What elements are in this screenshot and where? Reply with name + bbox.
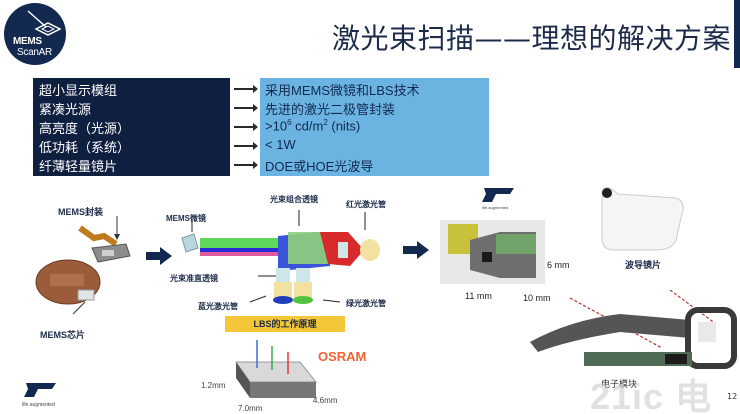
solution-item: >106 cd/m2 (nits)	[265, 118, 361, 134]
label-mems-mirror: MEMS微镜	[166, 214, 206, 223]
label-waveguide: 波导镜片	[625, 260, 662, 270]
solution-item: 采用MEMS微镜和LBS技术	[265, 83, 420, 98]
flow-arrow-icon	[403, 241, 429, 259]
mems-photo	[35, 216, 131, 315]
st-tagline: life.augmented	[482, 205, 509, 210]
dim-height: 6 mm	[547, 260, 570, 270]
dim-width: 4.6mm	[313, 396, 338, 405]
label-electronics-module: 电子模块	[601, 379, 638, 389]
arrow-right-icon	[234, 123, 258, 131]
requirement-item: 低功耗（系统）	[39, 141, 131, 156]
solutions-box	[260, 78, 489, 176]
arrow-right-icon	[234, 104, 258, 112]
st-logo	[482, 188, 514, 202]
waveguide-lens-image	[601, 187, 684, 251]
solution-item: DOE或HOE光波导	[265, 159, 374, 174]
dim-height: 1.2mm	[201, 381, 226, 390]
osram-laser-package	[235, 340, 318, 398]
logo-text-scanar: ScanAR	[17, 47, 52, 58]
label-blue-laser: 蓝光激光管	[198, 302, 238, 311]
arrow-right-icon	[234, 161, 258, 169]
st-logo-footer	[24, 383, 56, 397]
label-collimator-lens: 光束准直透镜	[170, 274, 218, 283]
osram-logo: OSRAM	[318, 349, 367, 364]
ar-glasses-image	[530, 290, 737, 369]
st-display-module	[440, 220, 545, 284]
accent-bar	[734, 0, 740, 68]
watermark: 21ic 电子网	[590, 376, 713, 414]
requirement-item: 紧凑光源	[39, 103, 92, 118]
requirements-box	[33, 78, 230, 176]
lbs-optical-diagram	[181, 210, 380, 304]
requirement-item: 超小显示模组	[39, 84, 118, 99]
label-green-laser: 绿光激光管	[346, 299, 386, 308]
page-number: 12	[727, 392, 738, 401]
lbs-caption: LBS的工作原理	[225, 316, 345, 332]
dim-length: 11 mm	[465, 291, 492, 301]
requirement-item: 高亮度（光源）	[39, 122, 131, 137]
logo-text-mems: MEMS	[13, 36, 42, 47]
label-beam-combiner: 光束组合透镜	[270, 195, 318, 204]
dim-length: 7.0mm	[238, 404, 263, 413]
dim-width: 10 mm	[523, 293, 551, 303]
arrow-right-icon	[234, 85, 258, 93]
st-tagline-footer: life.augmented	[22, 402, 55, 408]
label-red-laser: 红光激光管	[346, 200, 386, 209]
scanner-mirror-icon	[27, 10, 62, 36]
solution-item: 先进的激光二极管封装	[265, 102, 396, 117]
label-mems-chip: MEMS芯片	[40, 330, 86, 340]
flow-arrow-icon	[146, 247, 172, 265]
solution-item: < 1W	[265, 137, 296, 152]
label-mems-package: MEMS封装	[58, 207, 104, 217]
mems-scanar-logo	[4, 3, 66, 65]
arrow-right-icon	[234, 142, 258, 150]
slide-title: 激光束扫描——理想的解决方案	[332, 22, 732, 55]
requirement-item: 纤薄轻量镜片	[39, 160, 118, 175]
